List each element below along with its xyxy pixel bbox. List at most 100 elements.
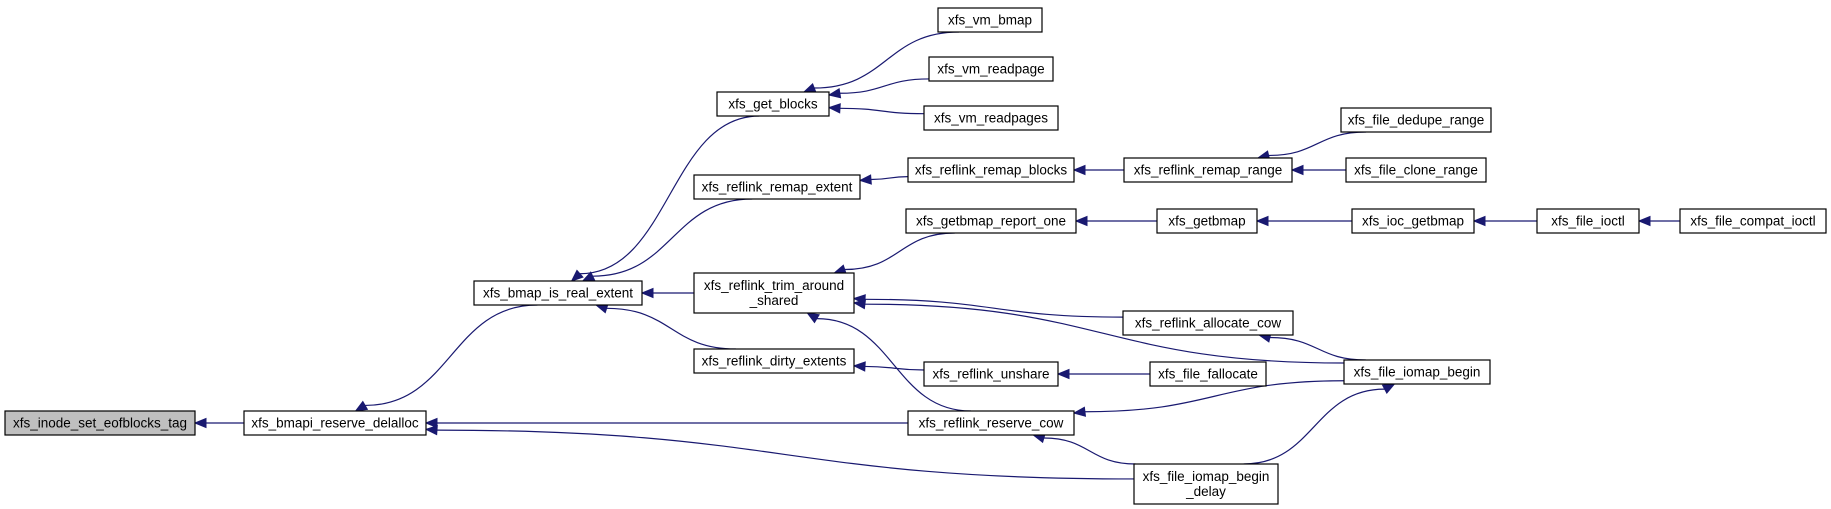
node-label: xfs_getbmap [1168, 214, 1245, 229]
node-box [243, 410, 427, 436]
arrowhead-icon [570, 269, 584, 282]
node-box [928, 56, 1054, 82]
node-getbmap[interactable]: xfs_getbmap [1156, 208, 1258, 234]
node-reflink-allocate-cow[interactable]: xfs_reflink_allocate_cow [1122, 310, 1294, 336]
call-edge [1257, 332, 1366, 361]
node-box [923, 361, 1059, 387]
arrowhead-icon [424, 424, 438, 436]
node-box [693, 272, 855, 314]
edge-line [606, 307, 736, 350]
node-label: xfs_reflink_unshare [932, 367, 1049, 382]
node-bmap-is-real-extent[interactable]: xfs_bmap_is_real_extent [473, 280, 643, 306]
node-getbmap-report-one[interactable]: xfs_getbmap_report_one [905, 208, 1077, 234]
call-edge [570, 115, 760, 282]
call-edge [1637, 215, 1680, 227]
edge-line [1243, 388, 1385, 465]
node-reflink-remap-range[interactable]: xfs_reflink_remap_range [1123, 157, 1293, 183]
node-inode-set-eofblocks-tag[interactable]: xfs_inode_set_eofblocks_tag [4, 410, 196, 436]
arrowhead-icon [1290, 164, 1304, 176]
node-box [693, 174, 861, 200]
call-edge [1290, 164, 1346, 176]
node-box [1343, 359, 1491, 385]
edge-line [1084, 380, 1345, 413]
node-label: xfs_reflink_trim_around [704, 278, 844, 293]
call-edge [1072, 164, 1124, 176]
call-edge [827, 78, 930, 99]
node-file-fallocate[interactable]: xfs_file_fallocate [1149, 361, 1267, 387]
node-label: xfs_reflink_remap_blocks [915, 163, 1068, 178]
node-reflink-reserve-cow[interactable]: xfs_reflink_reserve_cow [907, 410, 1075, 436]
edge-line [1268, 131, 1367, 157]
node-file-ioctl[interactable]: xfs_file_ioctl [1536, 208, 1640, 234]
node-label: xfs_file_ioctl [1551, 214, 1625, 229]
node-file-clone-range[interactable]: xfs_file_clone_range [1345, 157, 1487, 183]
node-vm-readpage[interactable]: xfs_vm_readpage [928, 56, 1054, 82]
node-label: xfs_bmapi_reserve_delalloc [251, 416, 419, 431]
node-reflink-trim-around-shared[interactable]: xfs_reflink_trim_around_shared [693, 272, 855, 314]
arrowhead-icon [827, 88, 842, 99]
edge-line [839, 107, 925, 115]
call-edge [1243, 383, 1396, 465]
node-label: xfs_reflink_dirty_extents [702, 354, 847, 369]
edge-line [436, 429, 1135, 480]
node-vm-readpages[interactable]: xfs_vm_readpages [923, 105, 1059, 131]
node-reflink-dirty-extents[interactable]: xfs_reflink_dirty_extents [693, 348, 855, 374]
arrowhead-icon [1056, 368, 1070, 380]
call-edge [640, 287, 694, 299]
node-ioc-getbmap[interactable]: xfs_ioc_getbmap [1351, 208, 1475, 234]
edge-line [592, 198, 753, 277]
edge-line [844, 232, 955, 271]
node-label: xfs_file_fallocate [1158, 367, 1258, 382]
call-edge [858, 174, 909, 185]
node-label: xfs_reflink_reserve_cow [919, 416, 1064, 431]
node-file-dedupe-range[interactable]: xfs_file_dedupe_range [1340, 107, 1492, 133]
node-box [907, 157, 1075, 183]
call-edge [354, 304, 538, 412]
node-vm-bmap[interactable]: xfs_vm_bmap [937, 7, 1043, 33]
arrowhead-icon [1637, 215, 1651, 227]
node-file-compat-ioctl[interactable]: xfs_file_compat_ioctl [1679, 208, 1827, 234]
node-box [693, 348, 855, 374]
node-reflink-remap-extent[interactable]: xfs_reflink_remap_extent [693, 174, 861, 200]
node-box [1345, 157, 1487, 183]
arrowhead-icon [424, 417, 438, 429]
edge-line [1269, 336, 1366, 361]
call-edge [193, 417, 244, 429]
node-label: xfs_getbmap_report_one [916, 214, 1066, 229]
node-reflink-unshare[interactable]: xfs_reflink_unshare [923, 361, 1059, 387]
node-box [1536, 208, 1640, 234]
arrowhead-icon [1255, 215, 1269, 227]
node-box [1679, 208, 1827, 234]
function-nodes: xfs_inode_set_eofblocks_tag xfs_bmapi_res… [4, 7, 1827, 505]
node-file-iomap-begin[interactable]: xfs_file_iomap_begin [1343, 359, 1491, 385]
node-label: xfs_reflink_allocate_cow [1135, 316, 1282, 331]
call-edge [424, 417, 908, 429]
arrowhead-icon [806, 312, 820, 324]
call-edge [1074, 215, 1157, 227]
node-label: _delay [1185, 484, 1226, 499]
node-label: _shared [749, 293, 799, 308]
node-box [1122, 310, 1294, 336]
call-edge [1056, 368, 1150, 380]
node-get-blocks[interactable]: xfs_get_blocks [716, 91, 830, 117]
node-box [1156, 208, 1258, 234]
node-box [1149, 361, 1267, 387]
call-edge [833, 232, 955, 275]
call-edge [852, 294, 1124, 318]
call-edge [1072, 380, 1345, 417]
node-box [937, 7, 1043, 33]
node-label: xfs_file_iomap_begin [1354, 365, 1481, 380]
node-reflink-remap-blocks[interactable]: xfs_reflink_remap_blocks [907, 157, 1075, 183]
node-label: xfs_get_blocks [728, 97, 818, 112]
call-edge [1255, 215, 1352, 227]
node-box [716, 91, 830, 117]
node-label: xfs_reflink_remap_range [1134, 163, 1283, 178]
call-edge [806, 312, 971, 412]
arrowhead-icon [193, 417, 207, 429]
node-label: xfs_file_compat_ioctl [1690, 214, 1815, 229]
node-label: xfs_reflink_remap_extent [702, 180, 853, 195]
arrowhead-icon [1074, 215, 1088, 227]
node-file-iomap-begin-delay[interactable]: xfs_file_iomap_begin_delay [1133, 463, 1279, 505]
node-bmapi-reserve-delalloc[interactable]: xfs_bmapi_reserve_delalloc [243, 410, 427, 436]
